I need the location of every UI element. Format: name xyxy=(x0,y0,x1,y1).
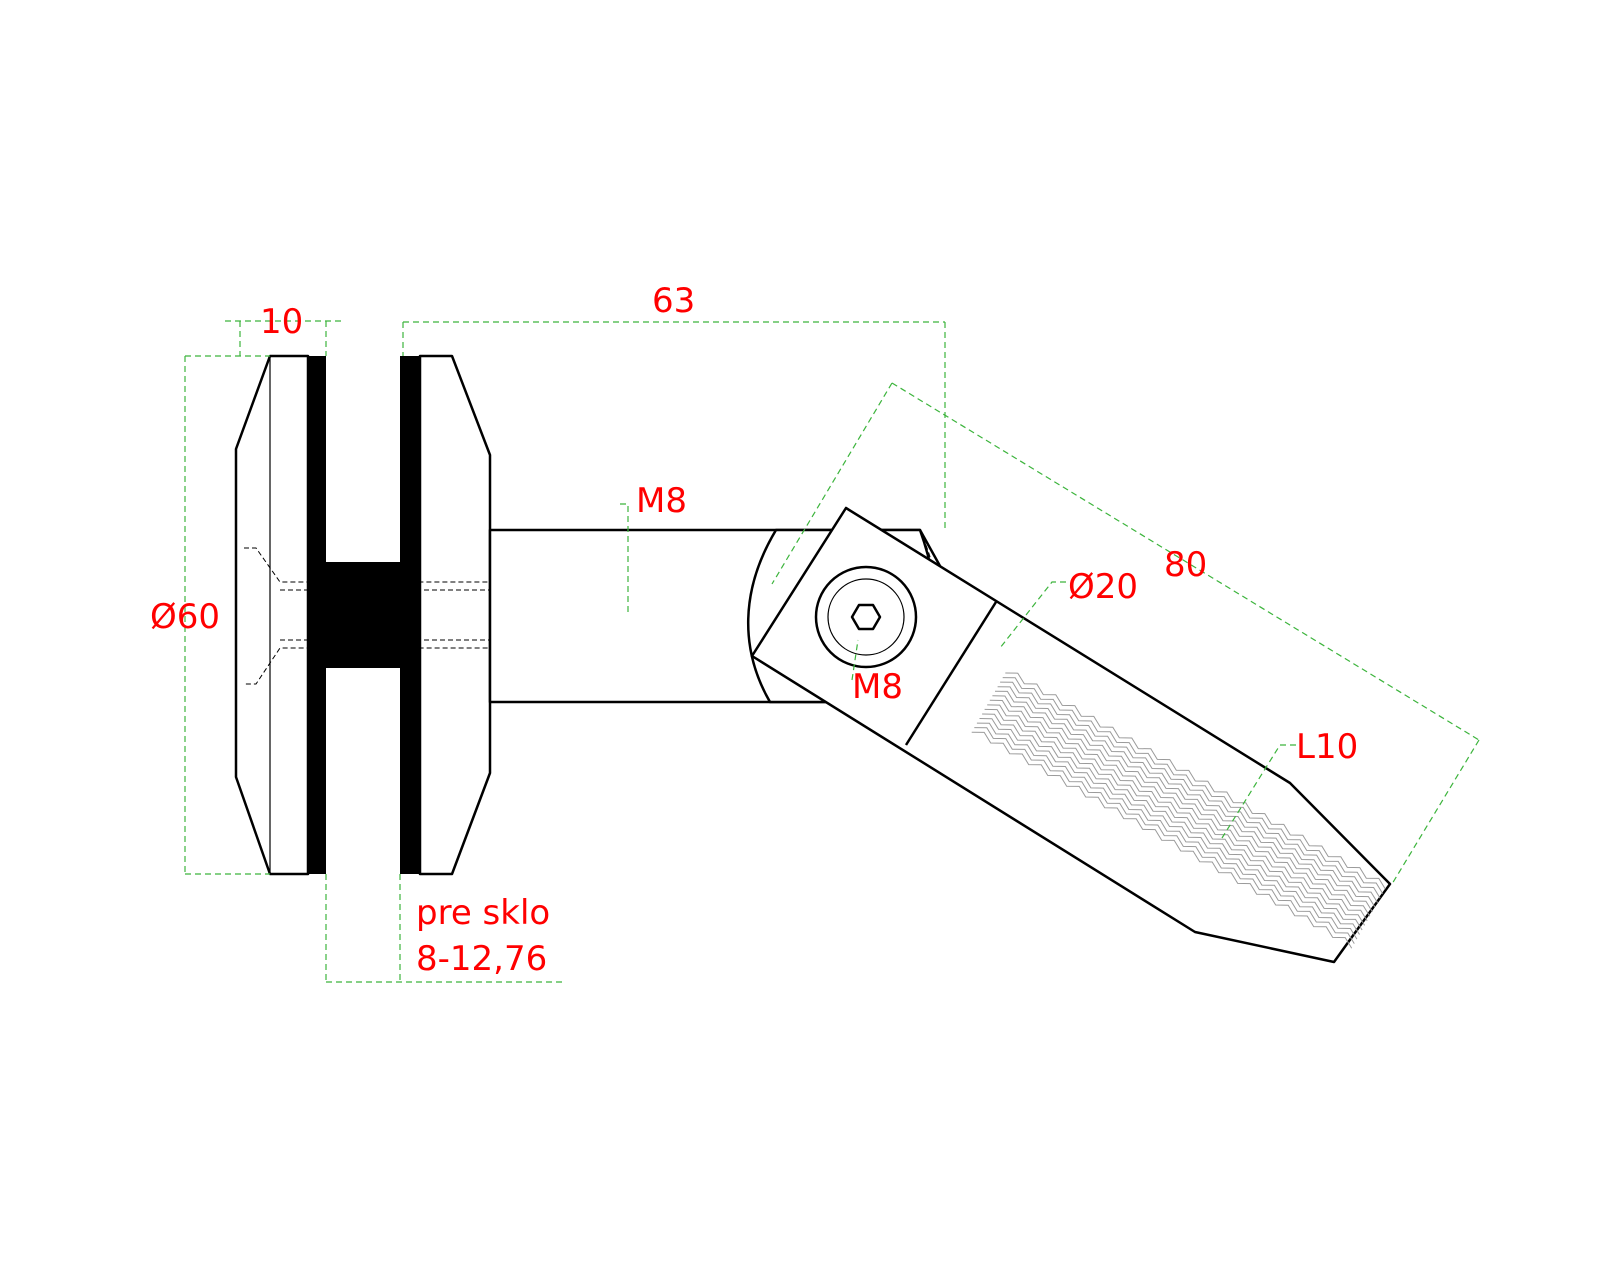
dim-63-label: 63 xyxy=(652,281,695,321)
thread-hatch-line xyxy=(976,722,1358,940)
m8-top-label: M8 xyxy=(636,481,687,521)
hex-socket-icon xyxy=(850,603,882,631)
center-spacer xyxy=(326,562,400,668)
right-gasket xyxy=(400,356,420,874)
thread-hatch-line xyxy=(992,695,1373,913)
d20-label: Ø20 xyxy=(1068,567,1138,607)
leader-m8-screw xyxy=(851,639,859,681)
dim-80-ext-right xyxy=(1391,739,1480,885)
thread-hatching xyxy=(971,672,1386,949)
thread-hatch-line xyxy=(971,731,1353,949)
leader-d20 xyxy=(999,581,1066,649)
m8-screw-label: M8 xyxy=(852,667,903,707)
l10-label: L10 xyxy=(1296,727,1358,767)
dimension-labels: 10 63 Ø60 M8 M8 Ø20 80 L10 pre sklo 8-12… xyxy=(150,281,1358,979)
thread-hatch-line xyxy=(979,718,1360,935)
right-clamp-disc xyxy=(418,354,492,876)
dim-80-label: 80 xyxy=(1164,545,1207,585)
thread-hatch-line xyxy=(994,690,1376,908)
leader-l10 xyxy=(1221,744,1296,839)
dimension-lines xyxy=(184,320,1480,983)
thread-hatch-line xyxy=(1005,672,1386,890)
thread-hatch-line xyxy=(974,727,1355,944)
glass-label-line2: 8-12,76 xyxy=(416,939,547,979)
leader-m8-top xyxy=(620,503,629,612)
glass-label-line1: pre sklo xyxy=(416,893,550,933)
thread-hatch-line xyxy=(984,708,1366,926)
thread-hatch-line xyxy=(997,686,1379,903)
dim-80-line xyxy=(891,382,1480,741)
dim-10-label: 10 xyxy=(260,302,303,342)
thread-hatch-line xyxy=(989,699,1371,917)
thread-hatch-line xyxy=(1000,681,1381,899)
thread-hatch-line xyxy=(1002,677,1384,894)
connecting-arm xyxy=(488,506,1392,964)
dim-80-ext-left xyxy=(771,382,893,585)
hinge-pin-inner xyxy=(827,578,905,656)
thread-section-divider xyxy=(904,601,998,746)
thread-hatch-line xyxy=(987,704,1368,922)
thread-hatch-line xyxy=(982,713,1363,931)
left-clamp-disc xyxy=(234,354,310,876)
left-gasket xyxy=(308,356,326,874)
dim-60-label: Ø60 xyxy=(150,597,220,637)
